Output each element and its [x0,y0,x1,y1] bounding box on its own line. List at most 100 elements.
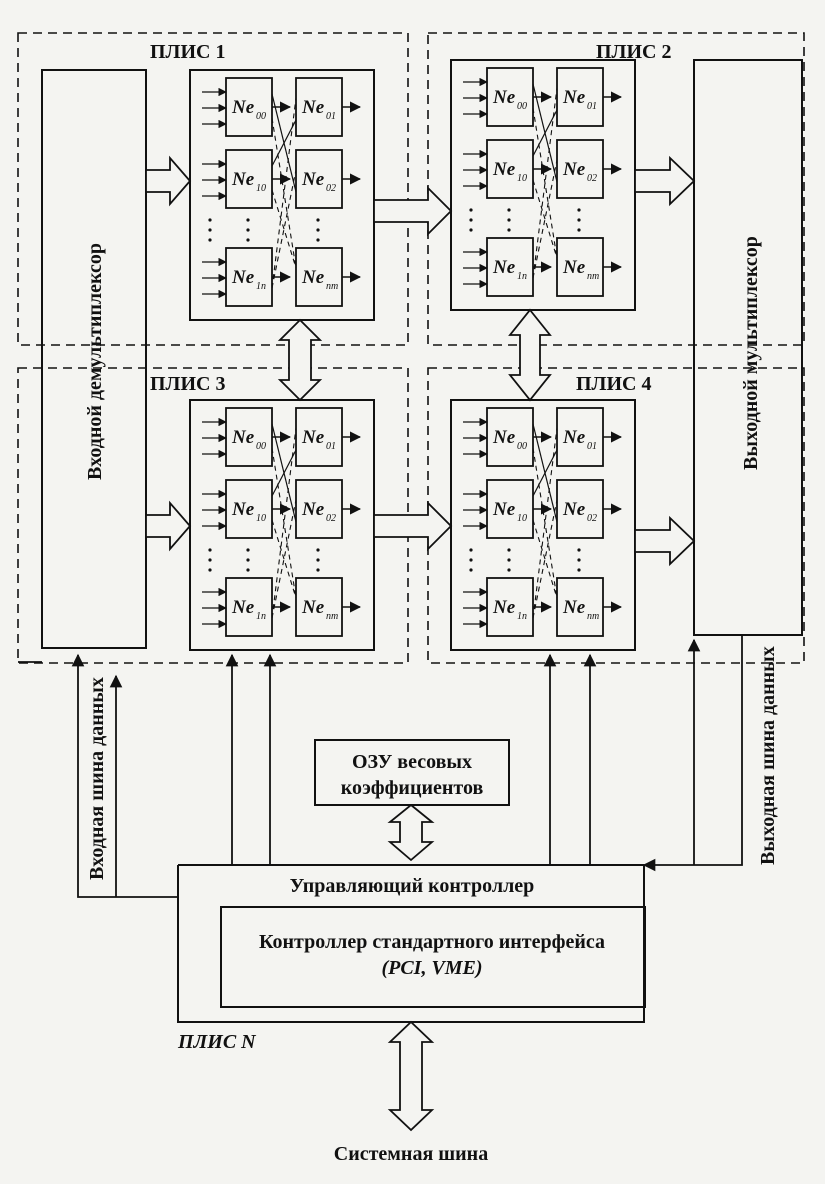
ellipsis-dot [469,208,473,212]
ellipsis-dot [507,558,511,562]
fpga-1-label: ПЛИС 1 [150,41,225,63]
cross-connection-dashed [532,87,558,279]
fpga-3-label: ПЛИС 3 [150,373,225,395]
neuron-subscript: nm [326,281,338,292]
cross-connection-dashed [271,519,297,599]
cross-connection-dashed [271,169,297,289]
input-data-bus-line [71,653,178,898]
neuron-label: Ne [562,257,586,278]
cross-connection-dashed [532,499,558,619]
std-if-label-2: (PCI, VME) [381,957,482,979]
ellipsis-dot [208,558,212,562]
arrow-block3-to-block4 [373,500,453,552]
neuron-label: Ne [231,597,255,618]
arrow-ram-control [387,803,435,862]
fpga-4-label: ПЛИС 4 [576,373,651,395]
demux-label: Входной демультиплексор [84,243,106,480]
neuron-label: Ne [562,499,586,520]
neuron-label: Ne [562,597,586,618]
neuron-subscript: 10 [517,513,527,524]
ellipsis-dot [246,238,250,242]
neuron-subscript: 1n [517,611,527,622]
cross-connection-dashed [271,447,297,599]
neuron-subscript: 02 [587,513,597,524]
cross-connection [271,449,297,497]
neuron-subscript: 02 [326,513,336,524]
cross-connection-dashed [271,117,297,269]
input-bus-label: Входная шина данных [86,677,108,880]
neuron-label: Ne [301,499,325,520]
cross-connection-dashed [532,179,558,259]
neuron-label: Ne [231,427,255,448]
arrow-block1-to-block2 [373,185,453,237]
standard-interface-controller [220,906,646,1008]
neuron-subscript: 10 [256,183,266,194]
ellipsis-dot [507,218,511,222]
ram-label-1: ОЗУ весовых [352,751,472,773]
ellipsis-dot [507,568,511,572]
ellipsis-dot [316,228,320,232]
ellipsis-dot [208,218,212,222]
cross-connection-dashed [271,97,297,289]
arrow-system-bus [387,1020,435,1132]
weights-ram [314,739,510,806]
neuron-label: Ne [231,267,255,288]
arrow-block2-to-mux [634,155,696,207]
ellipsis-dot [507,228,511,232]
ellipsis-dot [316,218,320,222]
neuron-label: Ne [231,169,255,190]
neuron-label: Ne [492,597,516,618]
neuron-subscript: 01 [326,111,336,122]
neuron-label: Ne [301,597,325,618]
ellipsis-dot [316,548,320,552]
ellipsis-dot [577,568,581,572]
ellipsis-dot [246,568,250,572]
ellipsis-dot [469,228,473,232]
neuron-label: Ne [562,159,586,180]
arrow-block2-block4 [508,308,552,402]
std-if-label-1: Контроллер стандартного интерфейса [259,931,605,953]
neuron-label: Ne [301,97,325,118]
neuron-label: Ne [492,427,516,448]
neuron-subscript: 01 [326,441,336,452]
input-demultiplexer [41,69,147,649]
ellipsis-dot [316,238,320,242]
neuron-subscript: 10 [256,513,266,524]
neuron-subscript: 00 [517,101,527,112]
fpga-2-label: ПЛИС 2 [596,41,671,63]
cross-connection-dashed [532,107,558,259]
ellipsis-dot [577,228,581,232]
neuron-label: Ne [492,499,516,520]
ellipsis-dot [577,558,581,562]
fpga-3-region [17,367,409,664]
fpga-4-region [427,367,805,664]
neuron-subscript: 01 [587,441,597,452]
cross-connection-dashed [532,159,558,279]
neuron-subscript: nm [587,611,599,622]
mux-label: Выходной мультиплексор [740,236,762,470]
neuron-subscript: 02 [326,183,336,194]
ellipsis-dot [469,218,473,222]
control-label: Управляющий контроллер [290,875,535,897]
ellipsis-dot [469,568,473,572]
neuron-label: Ne [492,257,516,278]
ellipsis-dot [208,568,212,572]
system-bus-label: Системная шина [334,1143,488,1165]
cross-connection-dashed [271,189,297,269]
neuron-label: Ne [301,267,325,288]
neuron-subscript: 02 [587,173,597,184]
ram-label-2: коэффициентов [341,777,484,799]
neuron-subscript: 1n [256,611,266,622]
arrow-block4-to-mux [634,515,696,567]
cross-connection [532,449,558,497]
ellipsis-dot [316,568,320,572]
neuron-subscript: nm [326,611,338,622]
cross-connection [532,109,558,157]
output-bus-label: Выходная шина данных [757,646,779,865]
ellipsis-dot [208,548,212,552]
ellipsis-dot [208,228,212,232]
ellipsis-dot [316,558,320,562]
neuron-subscript: 1n [256,281,266,292]
neuron-label: Ne [492,159,516,180]
